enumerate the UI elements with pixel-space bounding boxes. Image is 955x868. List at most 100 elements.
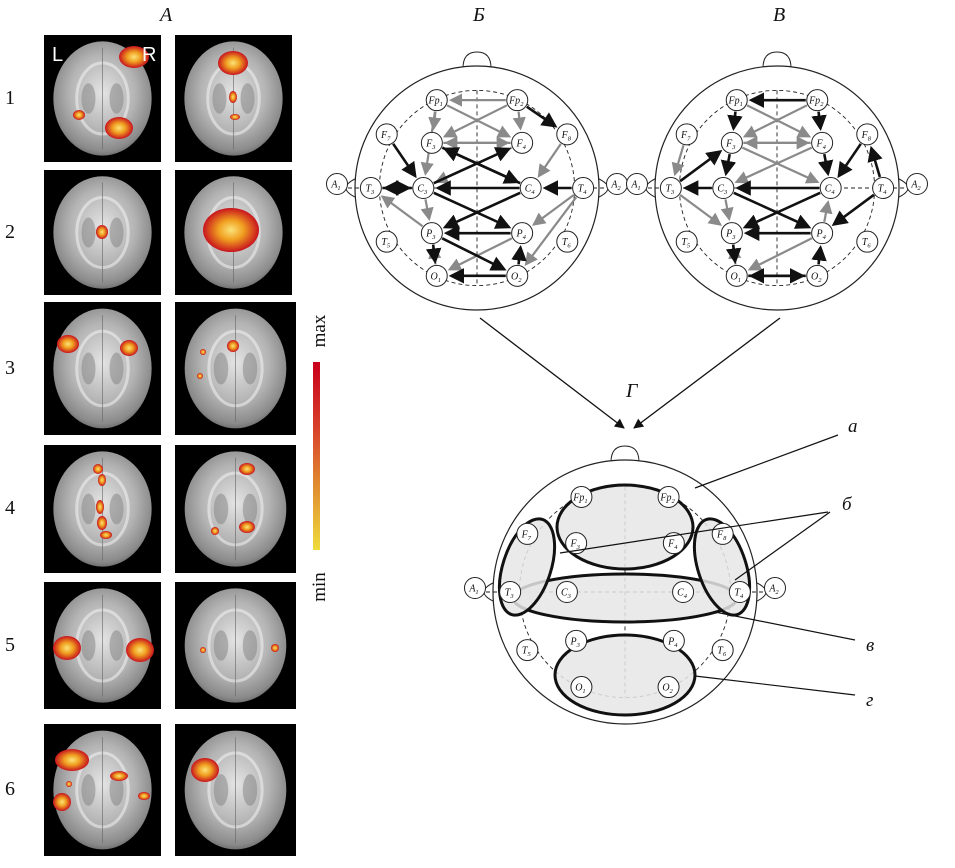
connection-arrow [442,147,521,185]
arrow-b-to-g [479,317,625,429]
brain-slice-1-left [44,35,161,162]
connection-arrow [734,146,813,184]
electrode-a1: A1 [464,577,486,599]
connection-arrow [442,104,508,138]
svg-text:Fp1: Fp1 [572,492,587,505]
activation-blob [126,638,154,662]
electrode-t6: T6 [556,230,579,253]
electrode-fp1: Fp1 [725,89,748,112]
brain-slice-1-right [175,35,292,162]
row-label-1: 1 [5,86,15,109]
electrode-f4: F4 [662,532,685,555]
svg-text:A1: A1 [468,584,478,597]
panel-a-label: А [160,4,173,26]
activation-blob [197,373,203,379]
connection-arrow [380,195,424,228]
connection-arrow [679,149,723,183]
svg-text:O2: O2 [811,271,822,284]
activation-blob [200,349,206,355]
electrode-t5: T5 [516,639,539,662]
connection-arrow [867,145,883,178]
connection-arrow [831,193,875,227]
activation-blob [271,644,279,652]
electrode-p4: P4 [511,222,534,245]
activation-blob [55,749,89,771]
svg-text:A2: A2 [910,180,921,193]
hemisphere-right-label: R [142,44,157,66]
activation-blob [239,521,255,533]
svg-text:F8: F8 [561,130,572,143]
activation-blob [66,781,72,787]
brain-slice-6-right [175,724,296,856]
electrode-t6: T6 [856,230,879,253]
brain-slice-4-right [175,445,296,573]
svg-text:F8: F8 [716,529,727,542]
svg-text:C3: C3 [417,184,428,197]
svg-text:F4: F4 [815,138,826,151]
electrode-t3: T3 [359,177,382,199]
svg-text:F3: F3 [725,138,736,151]
activation-blob [229,91,237,103]
svg-text:O1: O1 [730,271,740,284]
connection-arrow [733,191,812,229]
svg-text:T5: T5 [681,237,691,250]
svg-text:P4: P4 [815,229,826,242]
electrode-a2: A2 [606,173,628,195]
svg-text:C4: C4 [825,184,836,197]
electrode-t5: T5 [675,230,698,253]
connection-arrow [526,105,558,128]
nose-icon [462,51,492,69]
svg-text:T3: T3 [665,184,675,197]
svg-text:F7: F7 [680,130,691,143]
connection-arrow [532,193,575,226]
electrode-c4: C4 [519,177,542,199]
connection-arrow [511,244,527,265]
electrode-f3: F3 [720,131,743,154]
svg-text:F4: F4 [667,539,678,552]
svg-text:A1: A1 [330,180,340,193]
svg-text:Fp1: Fp1 [728,96,743,109]
electrode-a2: A2 [906,173,928,195]
activation-blob [96,225,108,239]
connection-arrow [747,237,813,271]
connection-arrow [742,191,821,229]
brain-slice-2-right [175,170,292,295]
connection-arrow [442,191,521,229]
activation-blob [119,46,149,68]
electrode-t4: T4 [572,177,595,199]
connection-arrow [742,104,808,138]
electrode-f8: F8 [556,123,579,146]
svg-text:F8: F8 [861,130,872,143]
svg-text:T5: T5 [522,646,532,659]
activation-blob [218,51,248,75]
brain-slice-5-right [175,582,296,709]
connection-arrow [741,146,820,184]
electrode-o2: O2 [806,264,829,287]
electrode-c3: C3 [712,177,735,199]
brain-slice-2-left [44,170,161,295]
electrode-fp2: Fp2 [657,485,680,508]
connection-arrow [441,237,507,271]
electrode-c4: C4 [819,177,842,199]
electrode-p3: P3 [420,222,443,245]
svg-text:C3: C3 [717,184,728,197]
svg-text:Fp2: Fp2 [659,492,675,505]
svg-text:T4: T4 [878,184,888,197]
electrode-o1: O1 [425,264,448,287]
svg-text:T3: T3 [365,184,375,197]
connection-arrow [727,111,743,132]
activation-blob [53,636,81,660]
activation-blob [211,527,219,535]
electrode-f3: F3 [420,131,443,154]
electrode-t4: T4 [872,177,895,199]
activation-blob [105,117,133,139]
activation-blob [227,340,239,352]
electrode-c3: C3 [555,581,578,603]
electrode-t5: T5 [375,230,398,253]
svg-text:A2: A2 [768,584,779,597]
svg-text:T6: T6 [562,237,572,250]
connection-arrow [811,244,827,265]
electrode-fp2: Fp2 [506,89,529,112]
